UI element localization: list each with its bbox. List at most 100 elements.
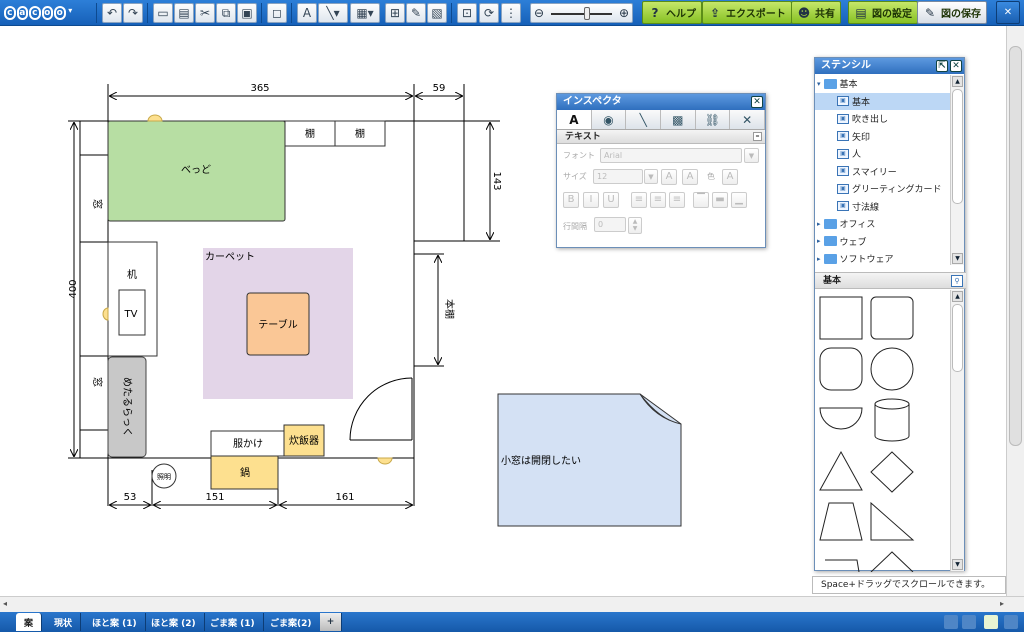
image-icon[interactable]: ▧: [427, 3, 447, 23]
scroll-right-icon[interactable]: ▸: [999, 599, 1004, 608]
dim-143[interactable]: 143: [491, 171, 502, 190]
tree-item-basic[interactable]: ▣基本: [815, 92, 950, 110]
collapse-icon[interactable]: –: [753, 132, 762, 141]
inspector-title[interactable]: インスペクタ ✕: [557, 94, 765, 110]
tree-folder-web[interactable]: ▸ ウェブ: [817, 236, 867, 248]
shadow-tab-icon[interactable]: ▩: [661, 110, 696, 129]
storage-shape[interactable]: [107, 356, 147, 458]
help-button[interactable]: ?ヘルプ: [642, 1, 702, 24]
valign-top-icon[interactable]: ▔: [693, 192, 709, 208]
cooker-shape[interactable]: [283, 424, 325, 457]
close-editor-button[interactable]: ✕: [996, 1, 1020, 24]
shape-rounded-rect[interactable]: [870, 296, 914, 340]
zoom-out-icon[interactable]: ⊖: [534, 6, 545, 20]
new-page-icon[interactable]: ▭: [153, 3, 173, 23]
line-spacing-stepper-icon[interactable]: ▲▼: [628, 217, 642, 234]
paste-icon[interactable]: ▤: [174, 3, 194, 23]
size-dropdown-icon[interactable]: ▼: [644, 169, 658, 184]
tab-page-2[interactable]: ほと案 (1): [84, 613, 146, 631]
valign-middle-icon[interactable]: ▬: [712, 192, 728, 208]
bold-icon[interactable]: B: [563, 192, 579, 208]
tab-page-5[interactable]: ごま案(2): [262, 613, 321, 631]
dim-161[interactable]: 161: [335, 492, 354, 503]
copy-icon[interactable]: ⧉: [216, 3, 236, 23]
align-center-icon[interactable]: ≡: [650, 192, 666, 208]
lamp-left[interactable]: [102, 307, 109, 321]
canvas-horizontal-scrollbar[interactable]: ◂ ▸: [0, 596, 1024, 612]
save-button[interactable]: ✎図の保存: [917, 1, 987, 24]
tab-page-3[interactable]: ほと案 (2): [143, 613, 205, 631]
line-spacing-field[interactable]: 0: [594, 217, 626, 232]
light-shape[interactable]: [151, 463, 177, 489]
shape-right-triangle[interactable]: [870, 501, 915, 541]
tree-item-people[interactable]: ▣人: [815, 145, 950, 163]
bed-shape[interactable]: [107, 120, 286, 222]
tree-folder-office[interactable]: ▸ オフィス: [817, 218, 876, 231]
tab-page-1[interactable]: 現状: [46, 613, 82, 631]
cut-icon[interactable]: ✂: [195, 3, 215, 23]
shape-circle[interactable]: [870, 347, 914, 391]
undo-icon[interactable]: ↶: [102, 3, 122, 23]
size-field[interactable]: 12: [593, 169, 643, 184]
expand-icon[interactable]: ▾: [817, 79, 821, 88]
kitchen-shape[interactable]: [210, 455, 279, 490]
stencil-search-icon[interactable]: ⚲: [951, 275, 963, 287]
tree-item-dimension[interactable]: ▣寸法線: [815, 198, 950, 216]
stencil-close-icon[interactable]: ✕: [950, 60, 962, 72]
font-shrink-icon[interactable]: A: [682, 169, 698, 185]
zoom-knob[interactable]: [584, 7, 590, 20]
align-right-icon[interactable]: ≡: [669, 192, 685, 208]
collapse-arrow-icon[interactable]: ▸: [817, 219, 821, 228]
text-section-header[interactable]: テキスト –: [557, 130, 765, 144]
pen-icon[interactable]: ✎: [406, 3, 426, 23]
inspector-close-icon[interactable]: ✕: [751, 96, 763, 108]
align-left-icon[interactable]: ≡: [631, 192, 647, 208]
clipboard-icon[interactable]: ▣: [237, 3, 257, 23]
note-shape[interactable]: [497, 393, 682, 527]
page-prev-icon[interactable]: [944, 615, 958, 629]
settings-button[interactable]: ▤図の設定: [848, 1, 918, 24]
tools-tab-icon[interactable]: ✕: [730, 110, 766, 129]
chat-icon[interactable]: [984, 615, 998, 629]
zoom-in-icon[interactable]: ⊕: [618, 6, 629, 20]
tv-shape[interactable]: [118, 289, 146, 336]
inspector-panel[interactable]: インスペクタ ✕ A ◉ ╲ ▩ ⛓ ✕ テキスト – フォント Arial ▼…: [556, 93, 766, 248]
fullscreen-icon[interactable]: [1004, 615, 1018, 629]
tree-item-smiley[interactable]: ▣スマイリー: [815, 163, 950, 181]
align-icon[interactable]: ⋮: [501, 3, 521, 23]
dim-365[interactable]: 365: [250, 83, 269, 94]
fill-icon[interactable]: ▦▾: [350, 3, 380, 23]
underline-icon[interactable]: U: [603, 192, 619, 208]
valign-bottom-icon[interactable]: ▁: [731, 192, 747, 208]
table-icon[interactable]: ⊞: [385, 3, 405, 23]
tree-item-balloon[interactable]: ▣吹き出し: [815, 110, 950, 128]
fill-tab-icon[interactable]: ◉: [592, 110, 627, 129]
shape-rectangle[interactable]: [819, 296, 863, 340]
group-icon[interactable]: ⊡: [457, 3, 477, 23]
tab-page-0[interactable]: 案: [16, 613, 43, 631]
tree-folder-software[interactable]: ▸ ソフトウェア: [817, 253, 894, 265]
shape-cylinder[interactable]: [874, 398, 910, 442]
zoom-slider[interactable]: ⊖ ⊕: [530, 3, 633, 23]
link-tab-icon[interactable]: ⛓: [696, 110, 731, 129]
font-field[interactable]: Arial: [600, 148, 742, 163]
export-button[interactable]: ⇪エクスポート: [702, 1, 792, 24]
table-shape[interactable]: [246, 292, 310, 356]
shelf-2-shape[interactable]: [334, 120, 386, 147]
dim-59[interactable]: 59: [433, 83, 446, 94]
note-icon[interactable]: ◻: [267, 3, 287, 23]
tab-page-4[interactable]: ごま案 (1): [202, 613, 264, 631]
shape-triangle[interactable]: [819, 450, 863, 491]
share-button[interactable]: ☻共有: [791, 1, 841, 24]
stencil-panel[interactable]: ステンシル ⇱ ✕ ▾ 基本 ▣基本 ▣吹き出し ▣矢印 ▣人 ▣スマイリー ▣…: [814, 57, 966, 572]
scroll-left-icon[interactable]: ◂: [3, 599, 8, 608]
tree-item-greeting[interactable]: ▣グリーティングカード: [815, 180, 950, 198]
tree-scrollbar[interactable]: ▲ ▼: [950, 75, 964, 265]
stencil-title[interactable]: ステンシル ⇱ ✕: [815, 58, 964, 74]
stencil-dock-icon[interactable]: ⇱: [936, 60, 948, 72]
line-tab-icon[interactable]: ╲: [626, 110, 662, 129]
add-page-icon[interactable]: +: [320, 613, 342, 631]
text-color-icon[interactable]: A: [722, 169, 738, 185]
tree-folder-basic[interactable]: ▾ 基本: [817, 78, 858, 91]
